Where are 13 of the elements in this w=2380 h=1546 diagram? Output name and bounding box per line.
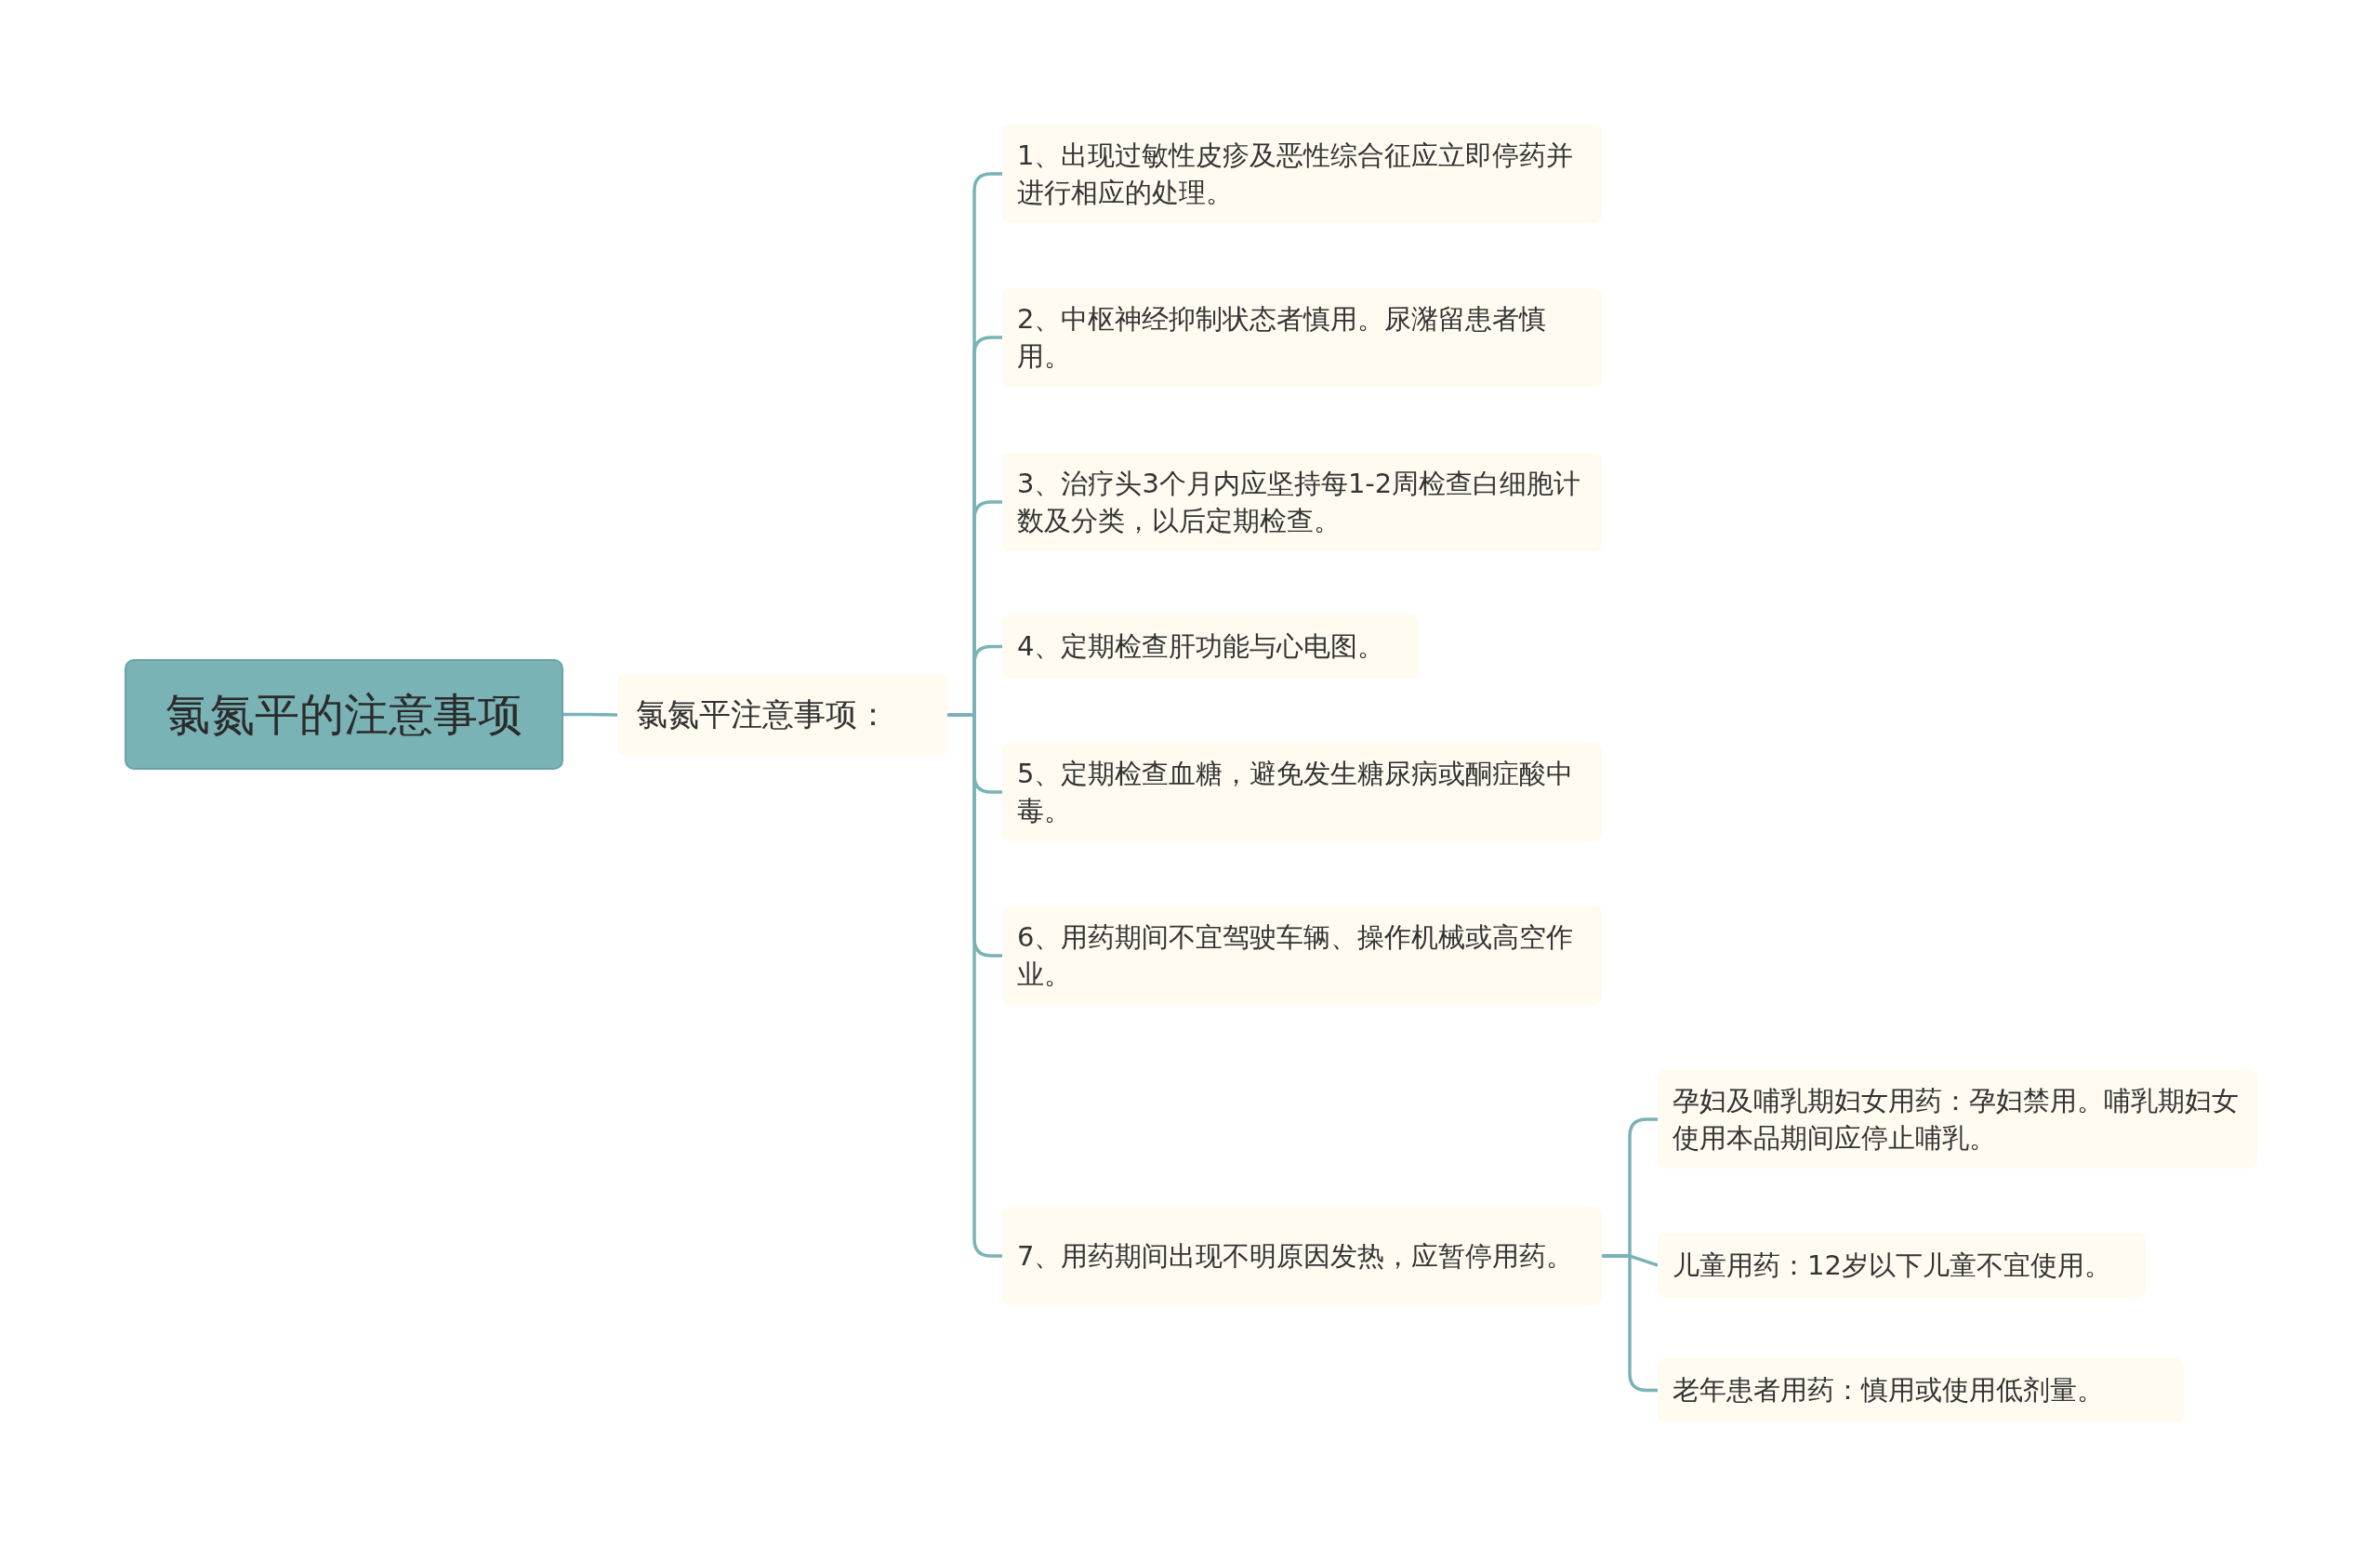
note-box: 6、用药期间不宜驾驶车辆、操作机械或高空作业。	[1002, 906, 1602, 1005]
note-box: 7、用药期间出现不明原因发热，应暂停用药。	[1002, 1207, 1602, 1305]
note-box: 孕妇及哺乳期妇女用药：孕妇禁用。哺乳期妇女使用本品期间应停止哺乳。	[1658, 1070, 2257, 1169]
connector-line	[563, 712, 618, 717]
note-box: 4、定期检查肝功能与心电图。	[1002, 614, 1419, 679]
note-box: 儿童用药：12岁以下儿童不宜使用。	[1658, 1233, 2146, 1298]
topic-box: 氯氮平注意事项：	[617, 674, 947, 756]
note-box: 老年患者用药：慎用或使用低剂量。	[1658, 1358, 2184, 1422]
note-box: 1、出现过敏性皮疹及恶性综合征应立即停药并进行相应的处理。	[1002, 125, 1602, 223]
title-box: 氯氮平的注意事项	[125, 659, 563, 770]
note-box: 5、定期检查血糖，避免发生糖尿病或酮症酸中毒。	[1002, 743, 1602, 841]
note-box: 3、治疗头3个月内应坚持每1-2周检查白细胞计数及分类，以后定期检查。	[1002, 453, 1602, 551]
note-box: 2、中枢神经抑制状态者慎用。尿潴留患者慎用。	[1002, 288, 1602, 387]
